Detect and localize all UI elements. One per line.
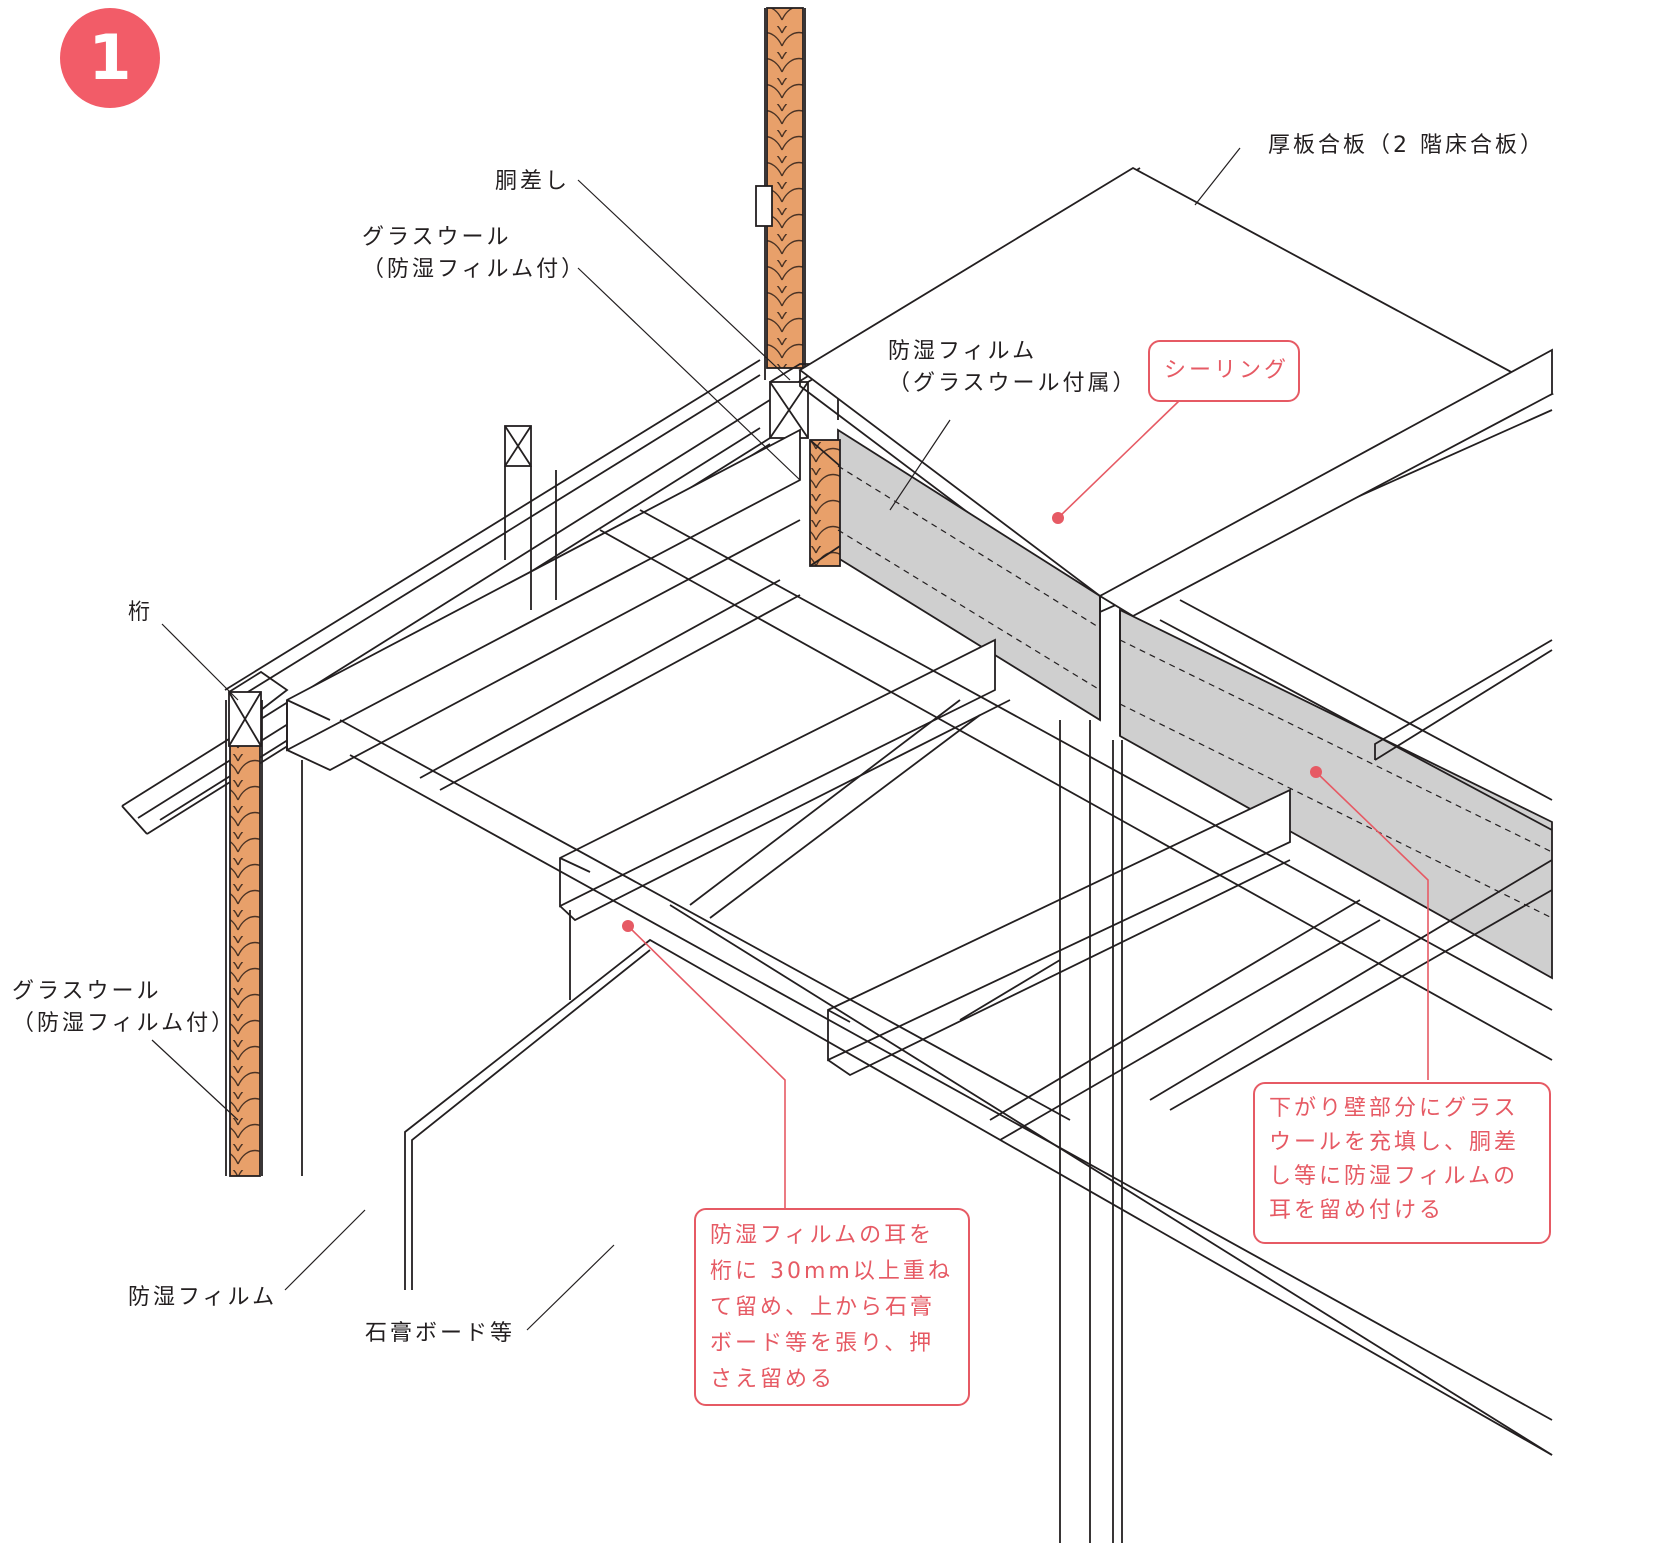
callout-leaders	[627, 399, 1429, 1208]
gypsum-board	[404, 938, 1553, 1456]
film-dashed-edges	[837, 465, 1553, 919]
leader-lines	[151, 147, 1241, 1331]
label-film-attached: 防湿フィルム （グラスウール付属）	[888, 339, 1138, 396]
note-hang-wall: 下がり壁部分にグラス ウールを充填し、胴差 し等に防湿フィルムの 耳を留め付ける	[1253, 1082, 1551, 1244]
floor-beams	[1098, 348, 1553, 831]
label-atsuita: 厚板合板（2 階床合板）	[1268, 133, 1545, 158]
posts	[569, 720, 1123, 1543]
note-sealing: シーリング	[1148, 340, 1300, 402]
note-film-ear: 防湿フィルムの耳を 桁に 30mm以上重ね て留め、上から石膏 ボード等を張り、…	[694, 1208, 970, 1406]
label-board: 石膏ボード等	[365, 1321, 516, 1346]
label-glasswool-left: グラスウール （防湿フィルム付）	[12, 979, 237, 1036]
callout-dots	[622, 512, 1322, 932]
ridge-posts	[504, 185, 773, 610]
label-film: 防湿フィルム	[128, 1285, 278, 1310]
ceiling-joists	[286, 428, 1291, 1077]
label-glasswool-top: グラスウール （防湿フィルム付）	[362, 225, 587, 282]
step-badge: 1	[60, 8, 160, 108]
ceiling-diagonals	[339, 509, 1553, 1456]
label-dousashi: 胴差し	[495, 169, 571, 194]
left-wall	[225, 670, 303, 1177]
hang-wall	[809, 428, 1553, 980]
label-keta: 桁	[128, 600, 154, 625]
upper-wall	[764, 7, 806, 380]
